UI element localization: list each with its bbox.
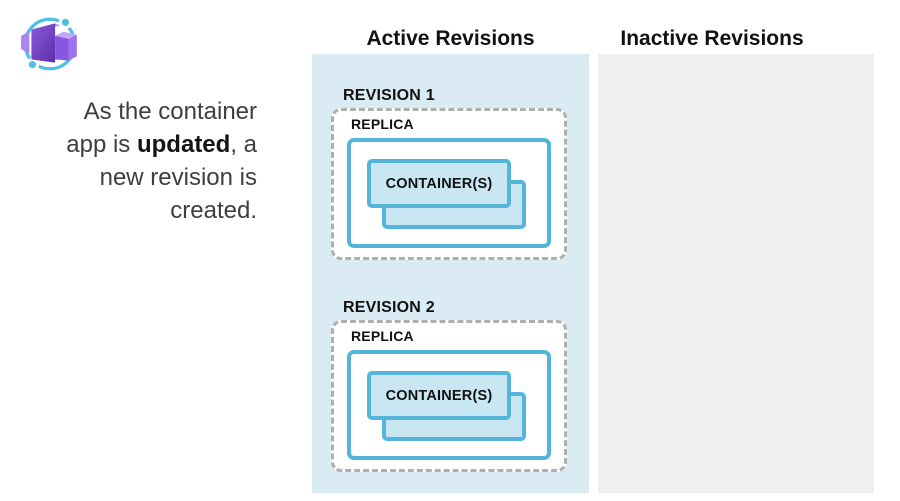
inactive-revisions-panel [598,54,874,493]
container-label: CONTAINER(S) [385,387,493,404]
active-revisions-title: Active Revisions [366,27,535,50]
container-label: CONTAINER(S) [385,175,493,192]
replica-label: REPLICA [351,116,414,132]
revision-1-label: REVISION 1 [343,87,435,104]
replica-box: CONTAINER(S) [347,138,551,248]
revision-1-boundary: REPLICA CONTAINER(S) [331,108,567,260]
revision-2-label: REVISION 2 [343,299,435,316]
intro-line-2: app is updated, a [66,131,257,158]
revision-2-boundary: REPLICA CONTAINER(S) [331,320,567,472]
intro-bold-word: updated [136,131,231,158]
container-card-front: CONTAINER(S) [367,371,511,420]
replica-box: CONTAINER(S) [347,350,551,460]
intro-text: As the container app is updated, a new r… [0,95,257,227]
active-revisions-panel: REVISION 1 REPLICA CONTAINER(S) REVISION… [312,54,589,493]
intro-line-4: created. [170,197,257,224]
azure-container-apps-icon [21,15,77,72]
intro-line-3: new revision is [99,164,257,191]
intro-line-1: As the container [83,98,257,125]
replica-label: REPLICA [351,328,414,344]
inactive-revisions-title: Inactive Revisions [620,27,804,50]
container-card-front: CONTAINER(S) [367,159,511,208]
